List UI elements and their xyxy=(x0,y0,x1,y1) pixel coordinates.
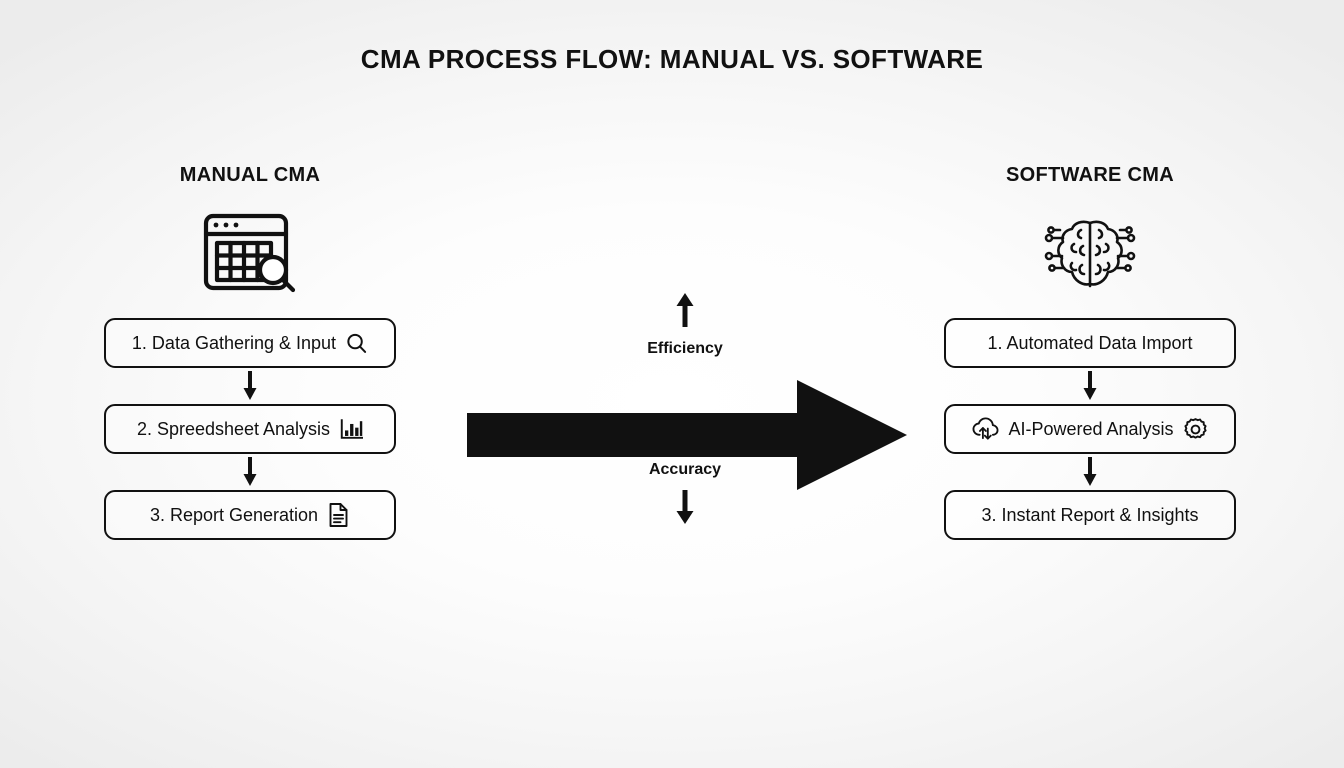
cloud-sync-icon xyxy=(972,417,999,441)
gear-icon xyxy=(1183,417,1208,442)
manual-step-2[interactable]: 2. Spreedsheet Analysis xyxy=(104,404,396,454)
efficiency-up-arrow-icon xyxy=(455,293,915,327)
ai-brain-icon xyxy=(900,204,1280,304)
software-step-2[interactable]: AI-Powered Analysis xyxy=(944,404,1236,454)
document-icon xyxy=(327,502,350,528)
manual-step-3[interactable]: 3. Report Generation xyxy=(104,490,396,540)
magnifier-icon xyxy=(345,332,368,355)
software-step-3[interactable]: 3. Instant Report & Insights xyxy=(944,490,1236,540)
manual-step-3-label: 3. Report Generation xyxy=(149,504,319,525)
accuracy-down-arrow-icon xyxy=(455,490,915,524)
manual-step-1[interactable]: 1. Data Gathering & Input xyxy=(104,318,396,368)
software-cma-steps: 1. Automated Data Import xyxy=(900,318,1280,540)
efficiency-label: Efficiency xyxy=(647,340,723,357)
software-cma-column: SOFTWARE CMA xyxy=(900,160,1280,540)
manual-connector-1 xyxy=(242,368,258,404)
software-step-3-label: 3. Instant Report & Insights xyxy=(981,504,1199,525)
manual-step-2-label: 2. Spreedsheet Analysis xyxy=(136,418,331,439)
accuracy-label: Accuracy xyxy=(648,461,722,478)
software-step-1[interactable]: 1. Automated Data Import xyxy=(944,318,1236,368)
spreadsheet-search-icon xyxy=(60,204,440,304)
manual-cma-steps: 1. Data Gathering & Input 2. Spreedsheet… xyxy=(60,318,440,540)
manual-connector-2 xyxy=(242,454,258,490)
software-step-2-label: AI-Powered Analysis xyxy=(1008,418,1174,439)
software-connector-2 xyxy=(1082,454,1098,490)
center-transition-group: Efficiency Accuracy xyxy=(455,285,915,530)
transition-arrow-icon xyxy=(467,380,907,495)
manual-cma-column: MANUAL CMA 1. Data Gathering & Input xyxy=(60,160,440,540)
page-title: CMA PROCESS FLOW: MANUAL VS. SOFTWARE xyxy=(360,44,984,74)
software-step-1-label: 1. Automated Data Import xyxy=(987,332,1193,353)
bar-chart-icon xyxy=(339,418,364,441)
software-cma-heading: SOFTWARE CMA xyxy=(1005,164,1175,186)
manual-cma-heading: MANUAL CMA xyxy=(179,164,321,186)
software-connector-1 xyxy=(1082,368,1098,404)
manual-step-1-label: 1. Data Gathering & Input xyxy=(131,332,337,353)
